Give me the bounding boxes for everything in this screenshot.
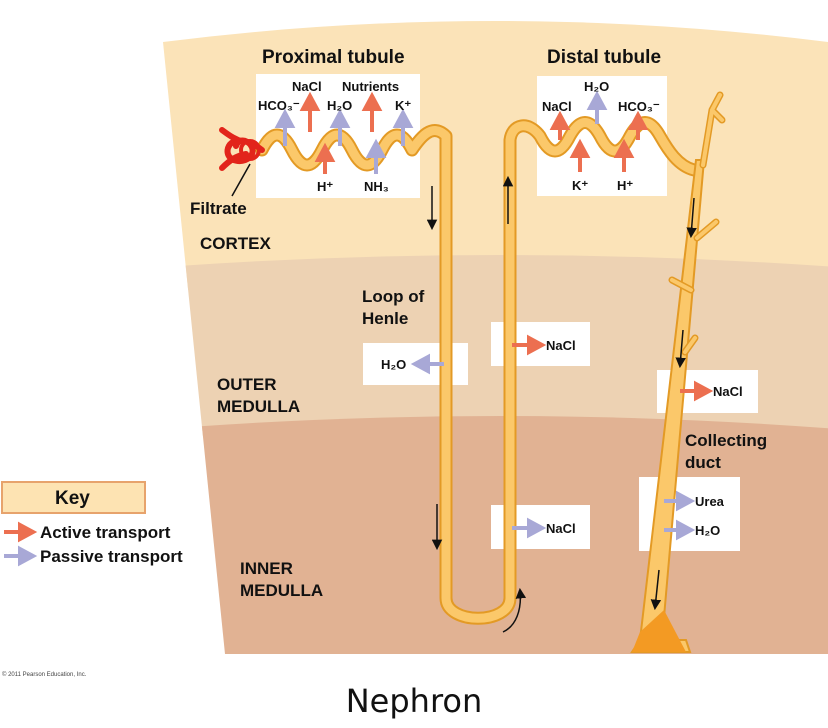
active-arrow-icon xyxy=(569,138,591,172)
outer-ascending-nacl-label: NaCl xyxy=(546,338,576,353)
passive-arrow-icon xyxy=(664,490,696,512)
filtrate-label: Filtrate xyxy=(190,199,247,218)
inner-collecting-h2o-label: H₂O xyxy=(695,523,720,538)
key-legend: Key Active transport Passive transport xyxy=(1,481,183,567)
filtrate-pointer xyxy=(231,163,251,197)
inner-ascending-nacl-label: NaCl xyxy=(546,521,576,536)
flow-arrow-duct-top xyxy=(686,197,697,239)
page-title: Nephron xyxy=(345,682,483,720)
collecting-duct-label-line2: duct xyxy=(685,453,721,472)
active-transport-key-label: Active transport xyxy=(40,523,171,542)
duct-branch-low-fill xyxy=(683,336,697,354)
passive-transport-key-icon xyxy=(4,545,38,567)
key-title-box xyxy=(1,481,146,514)
active-transport-key-icon xyxy=(4,521,38,543)
passive-arrow-icon xyxy=(365,138,387,174)
duct-branch-mid-fill xyxy=(670,220,718,292)
glomerulus-icon xyxy=(219,127,265,171)
distal-h-label: H⁺ xyxy=(617,178,633,193)
collecting-duct-label-line1: Collecting xyxy=(685,431,767,450)
flow-arrow-duct-mid xyxy=(675,329,686,369)
proximal-tubule-label: Proximal tubule xyxy=(262,47,405,68)
outer-collecting-nacl-label: NaCl xyxy=(713,384,743,399)
copyright-text: © 2011 Pearson Education, Inc. xyxy=(2,671,87,678)
flow-arrow-duct-low xyxy=(650,569,662,611)
inner-medulla-label-line2: MEDULLA xyxy=(240,581,323,600)
passive-arrow-icon xyxy=(329,108,351,146)
passive-arrow-icon xyxy=(392,108,414,146)
flow-arrow-loop-turn xyxy=(502,587,527,633)
active-arrow-icon xyxy=(613,138,635,172)
active-arrow-icon xyxy=(680,380,714,402)
active-arrow-icon xyxy=(299,91,321,132)
inner-medulla-label-line1: INNER xyxy=(240,559,293,578)
proximal-transport-arrows xyxy=(274,91,414,174)
distal-k-label: K⁺ xyxy=(572,178,588,193)
passive-transport-key-label: Passive transport xyxy=(40,547,183,566)
inner-collecting-urea-label: Urea xyxy=(695,494,725,509)
proximal-h-label: H⁺ xyxy=(317,179,333,194)
distal-transport-arrows xyxy=(549,90,649,172)
duct-branch-top-fill xyxy=(701,93,724,167)
distal-h2o-label: H₂O xyxy=(584,79,609,94)
passive-arrow-icon xyxy=(410,353,444,375)
passive-arrow-icon xyxy=(274,108,296,146)
proximal-nacl-label: NaCl xyxy=(292,79,322,94)
distal-nacl-label: NaCl xyxy=(542,99,572,114)
flow-arrows xyxy=(426,175,697,633)
proximal-k-label: K⁺ xyxy=(395,98,411,113)
key-title: Key xyxy=(55,488,90,509)
passive-arrow-icon xyxy=(664,519,696,541)
active-arrow-icon xyxy=(627,110,649,140)
collecting-duct-base xyxy=(632,610,686,652)
outer-medulla-label-line1: OUTER xyxy=(217,375,277,394)
proximal-hco3-label: HCO₃⁻ xyxy=(258,98,300,113)
distal-hco3-label: HCO₃⁻ xyxy=(618,99,660,114)
distal-tubule-label: Distal tubule xyxy=(547,47,661,68)
loop-of-henle-label-line1: Loop of xyxy=(362,287,425,306)
cortex-label: CORTEX xyxy=(200,234,272,253)
medulla-transport-arrows xyxy=(410,334,714,541)
loop-of-henle-label-line2: Henle xyxy=(362,309,408,328)
active-arrow-icon xyxy=(512,334,547,356)
active-arrow-icon xyxy=(361,91,383,132)
active-arrow-icon xyxy=(314,142,336,174)
outer-descending-h2o-label: H₂O xyxy=(381,357,406,372)
proximal-h2o-label: H₂O xyxy=(327,98,352,113)
passive-arrow-icon xyxy=(512,517,547,539)
active-arrow-icon xyxy=(549,110,571,140)
proximal-nh3-label: NH₃ xyxy=(364,179,389,194)
outer-medulla-label-line2: MEDULLA xyxy=(217,397,300,416)
proximal-nutrients-label: Nutrients xyxy=(342,79,399,94)
passive-arrow-icon xyxy=(586,90,608,124)
